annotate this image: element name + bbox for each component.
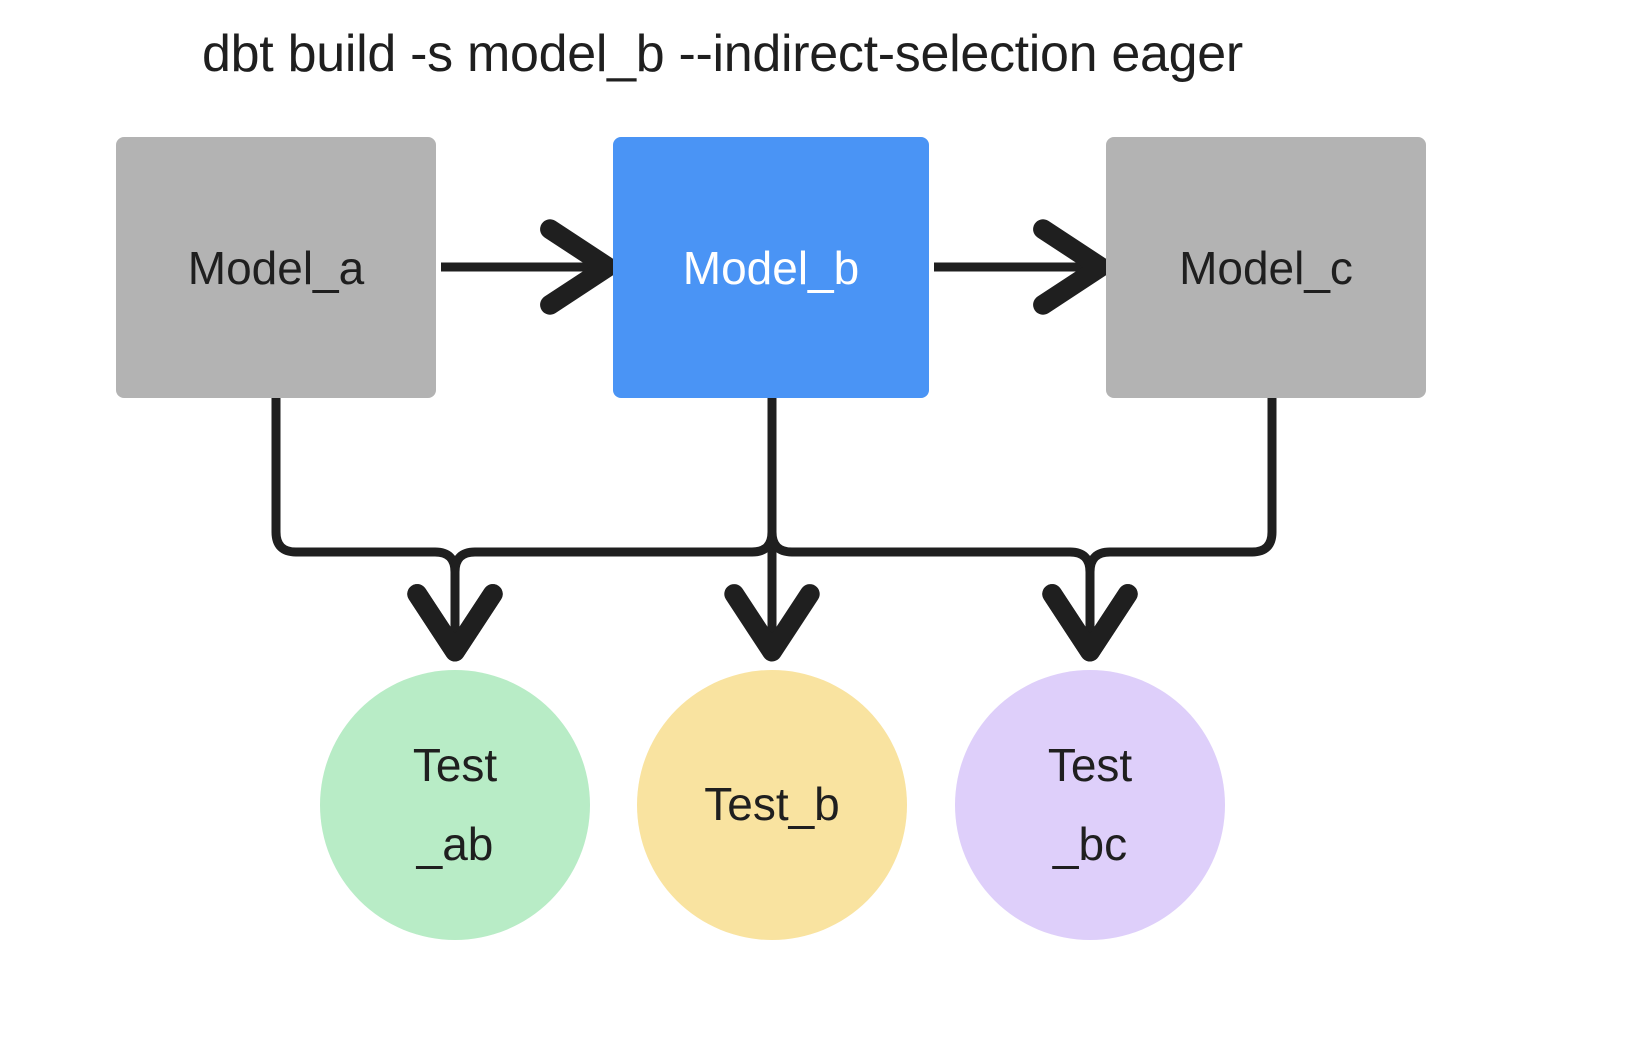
node-test-b-label: Test_b (704, 778, 840, 831)
node-test-bc[interactable]: Test _bc (955, 670, 1225, 940)
node-model-a-label: Model_a (187, 241, 365, 294)
node-model-b[interactable]: Model_b (613, 137, 929, 398)
page-title: dbt build -s model_b --indirect-selectio… (202, 25, 1243, 83)
edge-model-b-to-test-ab (407, 398, 777, 662)
edge-model-c-to-test-bc (1042, 398, 1277, 662)
edge-model-a-to-test-ab (271, 398, 503, 662)
node-model-c[interactable]: Model_c (1106, 137, 1426, 398)
node-test-bc-label: Test _bc (1047, 738, 1133, 870)
node-model-a[interactable]: Model_a (116, 137, 436, 398)
node-test-ab-label: Test _ab (412, 738, 498, 870)
node-model-b-label: Model_b (682, 241, 860, 294)
node-test-ab[interactable]: Test _ab (320, 670, 590, 940)
edge-model-b-to-test-bc (767, 398, 1138, 662)
node-test-b[interactable]: Test_b (637, 670, 907, 940)
node-model-c-label: Model_c (1179, 241, 1353, 294)
